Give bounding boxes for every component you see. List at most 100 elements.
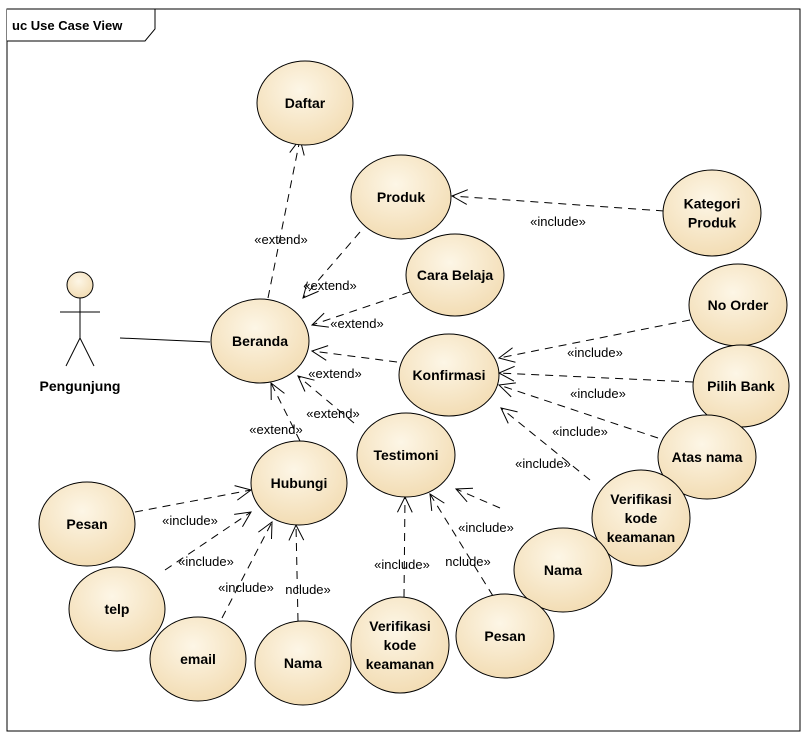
- use-case-nama2[interactable]: Nama: [254, 620, 352, 706]
- use-case-label: Daftar: [285, 95, 326, 111]
- use-case-cara[interactable]: Cara Belaja: [405, 233, 505, 317]
- association-line: [119, 337, 211, 343]
- use-case-produk[interactable]: Produk: [350, 154, 452, 240]
- dashed-line: [270, 382, 301, 442]
- dashed-line: [500, 407, 591, 481]
- use-case-label: Nama: [284, 655, 322, 671]
- open-arrowhead: [497, 347, 516, 363]
- use-case-label: Hubungi: [271, 475, 328, 491]
- use-case-nama1[interactable]: Nama: [513, 527, 613, 613]
- use-case-label: Testimoni: [373, 447, 438, 463]
- relation-daftar[interactable]: «extend»: [254, 137, 308, 299]
- relation-label: «include»: [552, 424, 608, 439]
- relation-kat[interactable]: «include»: [450, 189, 665, 229]
- use-case-label: Pesan: [66, 516, 107, 532]
- dashed-line: [297, 375, 355, 424]
- use-case-beranda[interactable]: Beranda: [210, 298, 310, 384]
- use-case-label: Pilih Bank: [707, 378, 775, 394]
- relation-atas[interactable]: «include»: [497, 382, 659, 439]
- relation-produk[interactable]: «extend»: [302, 231, 361, 299]
- use-case-ellipse: [662, 169, 762, 257]
- relation-label: nclude»: [285, 582, 331, 597]
- use-case-ellipse: [398, 333, 500, 417]
- open-arrowhead: [450, 189, 468, 205]
- use-case-ellipse: [657, 414, 757, 500]
- use-case-label: Pesan: [484, 628, 525, 644]
- use-case-label: kode: [384, 637, 417, 653]
- relation-pesan1[interactable]: «include»: [134, 485, 253, 528]
- relation-verif1[interactable]: «include»: [500, 407, 591, 481]
- relation-noorder[interactable]: «include»: [497, 319, 691, 363]
- dashed-line: [455, 488, 501, 509]
- use-case-pesan2[interactable]: Pesan: [455, 593, 555, 679]
- diagram-frame: uc Use Case View: [6, 8, 801, 732]
- use-case-email[interactable]: email: [149, 616, 247, 702]
- use-case-ellipse: [591, 469, 691, 567]
- relation-cara[interactable]: «extend»: [310, 291, 411, 331]
- frame-title: uc Use Case View: [12, 18, 123, 33]
- use-case-label: Nama: [544, 562, 582, 578]
- use-case-konfirmasi[interactable]: Konfirmasi: [398, 333, 500, 417]
- use-case-ellipse: [254, 620, 352, 706]
- relation-label: «extend»: [249, 422, 303, 437]
- use-case-ellipse: [405, 233, 505, 317]
- relation-label: «extend»: [306, 406, 360, 421]
- use-case-ellipse: [210, 298, 310, 384]
- relation-hub[interactable]: «extend»: [249, 381, 303, 442]
- relation-label: nclude»: [445, 554, 491, 569]
- use-case-daftar[interactable]: Daftar: [256, 60, 354, 146]
- open-arrowhead: [234, 511, 252, 527]
- actor-label: Pengunjung: [40, 378, 121, 394]
- use-case-ellipse: [38, 481, 136, 567]
- use-case-label: Beranda: [232, 333, 288, 349]
- use-case-label: Kategori: [684, 196, 741, 212]
- use-case-label: Produk: [377, 189, 425, 205]
- relation-label: «extend»: [330, 316, 384, 331]
- use-case-ellipse: [68, 566, 166, 652]
- use-case-ellipse: [513, 527, 613, 613]
- relation-verif2[interactable]: «include»: [374, 495, 430, 598]
- use-case-ellipse: [250, 440, 348, 526]
- dashed-line: [134, 489, 252, 513]
- relation-label: «include»: [515, 456, 571, 471]
- dashed-line: [498, 372, 694, 383]
- relation-telp[interactable]: «include»: [164, 511, 252, 571]
- dashed-line: [295, 524, 299, 622]
- use-case-testimoni[interactable]: Testimoni: [356, 412, 456, 498]
- relation-label: «include»: [374, 557, 430, 572]
- use-case-label: Produk: [688, 215, 736, 231]
- open-arrowhead: [270, 381, 285, 401]
- use-case-hubungi[interactable]: Hubungi: [250, 440, 348, 526]
- use-case-label: Atas nama: [672, 449, 743, 465]
- use-case-ellipse: [149, 616, 247, 702]
- relation-label: «include»: [162, 513, 218, 528]
- use-case-atasnama[interactable]: Atas nama: [657, 414, 757, 500]
- use-case-label: email: [180, 651, 216, 667]
- relation-label: «extend»: [254, 232, 308, 247]
- relation-nama2[interactable]: nclude»: [285, 523, 331, 622]
- use-case-pesan1[interactable]: Pesan: [38, 481, 136, 567]
- use-case-pilihbank[interactable]: Pilih Bank: [692, 344, 790, 428]
- relation-konf[interactable]: [310, 345, 398, 363]
- use-case-ellipse: [350, 154, 452, 240]
- relation-pesan2b[interactable]: «include»: [454, 487, 514, 535]
- relation-pesan2[interactable]: nclude»: [429, 493, 494, 597]
- use-case-label: Konfirmasi: [412, 367, 485, 383]
- open-arrowhead: [497, 382, 516, 398]
- dashed-line: [311, 350, 398, 363]
- relation-email[interactable]: «include»: [218, 520, 274, 619]
- use-case-noorder[interactable]: No Order: [688, 263, 788, 347]
- dashed-line: [403, 496, 406, 598]
- use-case-telp[interactable]: telp: [68, 566, 166, 652]
- use-case-label: Cara Belaja: [417, 267, 493, 283]
- relation-pilih[interactable]: «include»: [497, 365, 694, 401]
- relation-label: «extend»: [303, 278, 357, 293]
- relation-testi[interactable]: «extend»: [297, 375, 360, 424]
- use-case-label: keamanan: [607, 529, 675, 545]
- actor-pengunjung[interactable]: Pengunjung: [40, 271, 121, 394]
